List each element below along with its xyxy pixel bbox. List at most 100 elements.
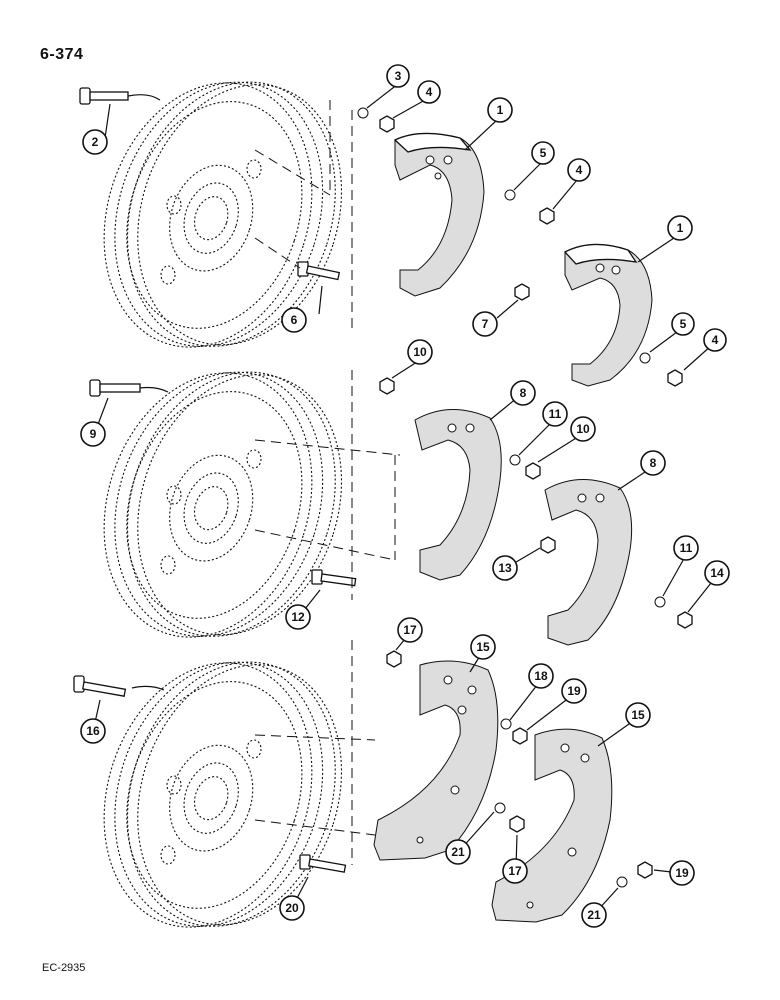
- rear-wheel-middle: [70, 344, 375, 665]
- washer-5: [504, 189, 516, 201]
- svg-text:13: 13: [498, 561, 512, 575]
- wheel-weight-8-left: [414, 409, 502, 581]
- callout-15: 15: [470, 634, 496, 660]
- bolt-16: [73, 675, 127, 697]
- svg-text:9: 9: [90, 427, 97, 441]
- svg-text:8: 8: [520, 386, 527, 400]
- callout-6: 6: [281, 307, 307, 333]
- wheel-weight-1-right: [563, 243, 653, 387]
- figure-code: EC-2935: [42, 962, 86, 974]
- callout-10b: 10: [570, 416, 596, 442]
- svg-text:7: 7: [482, 317, 489, 331]
- svg-text:17: 17: [403, 623, 417, 637]
- callout-18: 18: [528, 663, 554, 689]
- nut-17: [386, 650, 402, 668]
- callout-1: 1: [487, 97, 513, 123]
- nut-13: [540, 536, 556, 554]
- nut-14: [677, 611, 693, 629]
- washer-21b: [616, 876, 628, 888]
- callout-8: 8: [510, 380, 536, 406]
- svg-text:8: 8: [650, 456, 657, 470]
- callout-17: 17: [397, 617, 423, 643]
- page-number: 6-374: [40, 46, 84, 63]
- svg-text:2: 2: [92, 135, 99, 149]
- svg-text:4: 4: [426, 85, 433, 99]
- svg-text:4: 4: [712, 333, 719, 347]
- bolt-20: [299, 854, 347, 873]
- wheel-weight-1-left: [393, 132, 485, 297]
- callout-12: 12: [285, 604, 311, 630]
- callout-13: 13: [492, 555, 518, 581]
- wheel-assembly-top: [70, 54, 683, 387]
- svg-text:11: 11: [549, 407, 562, 421]
- wheel-weight-8-right: [544, 479, 633, 646]
- callout-4c: 4: [703, 328, 727, 352]
- washer-21: [494, 802, 506, 814]
- callout-11: 11: [542, 401, 568, 427]
- rear-wheel-bottom: [70, 634, 375, 955]
- washer-18: [500, 718, 512, 730]
- washer-11: [509, 454, 521, 466]
- nut-10: [379, 377, 395, 395]
- svg-text:10: 10: [413, 345, 427, 359]
- svg-text:20: 20: [285, 901, 299, 915]
- svg-text:16: 16: [86, 724, 100, 738]
- bolt-12: [311, 569, 357, 587]
- callout-2: 2: [82, 129, 108, 155]
- callout-1b: 1: [667, 215, 693, 241]
- rear-wheel-top: [70, 54, 375, 375]
- callout-5: 5: [531, 141, 555, 165]
- nut-7: [514, 283, 530, 301]
- svg-text:4: 4: [576, 163, 583, 177]
- callout-16: 16: [80, 718, 106, 744]
- callout-17b: 17: [502, 858, 528, 884]
- svg-text:21: 21: [451, 845, 465, 859]
- nut-4b: [539, 207, 555, 225]
- bolt-2: [79, 87, 129, 105]
- svg-text:10: 10: [576, 422, 590, 436]
- callout-4b: 4: [567, 158, 591, 182]
- nut-4: [379, 115, 395, 133]
- svg-text:1: 1: [497, 103, 504, 117]
- svg-text:12: 12: [291, 610, 305, 624]
- callout-21b: 21: [581, 902, 607, 928]
- callout-21: 21: [445, 839, 471, 865]
- svg-text:1: 1: [677, 221, 684, 235]
- callout-11b: 11: [673, 535, 699, 561]
- callout-9: 9: [80, 421, 106, 447]
- svg-text:19: 19: [675, 866, 689, 880]
- callout-15b: 15: [625, 702, 651, 728]
- callout-7: 7: [472, 311, 498, 337]
- wheel-weight-15-left: [373, 660, 499, 861]
- callout-3: 3: [386, 64, 410, 88]
- washer-5b: [639, 352, 651, 364]
- svg-text:6: 6: [291, 313, 298, 327]
- svg-text:5: 5: [540, 146, 547, 160]
- nut-17b: [509, 815, 525, 833]
- callout-19b: 19: [669, 860, 695, 886]
- callout-20: 20: [279, 895, 305, 921]
- svg-text:17: 17: [508, 864, 522, 878]
- svg-text:18: 18: [534, 669, 548, 683]
- bolt-9: [89, 379, 141, 397]
- svg-text:15: 15: [476, 640, 490, 654]
- bolt-6: [297, 261, 341, 281]
- nut-10b: [525, 462, 541, 480]
- svg-text:21: 21: [587, 908, 601, 922]
- washer-11b: [654, 596, 666, 608]
- callout-8b: 8: [640, 450, 666, 476]
- callout-14: 14: [704, 560, 730, 586]
- nut-19: [512, 727, 528, 745]
- nut-4c: [667, 369, 683, 387]
- svg-text:5: 5: [680, 317, 687, 331]
- wheel-assembly-middle: [70, 344, 693, 665]
- svg-text:11: 11: [680, 541, 693, 555]
- svg-text:19: 19: [567, 684, 581, 698]
- svg-text:15: 15: [631, 708, 645, 722]
- callout-5b: 5: [671, 312, 695, 336]
- callout-4: 4: [417, 80, 441, 104]
- svg-text:14: 14: [710, 566, 724, 580]
- nut-19b: [637, 861, 653, 879]
- callout-19: 19: [561, 678, 587, 704]
